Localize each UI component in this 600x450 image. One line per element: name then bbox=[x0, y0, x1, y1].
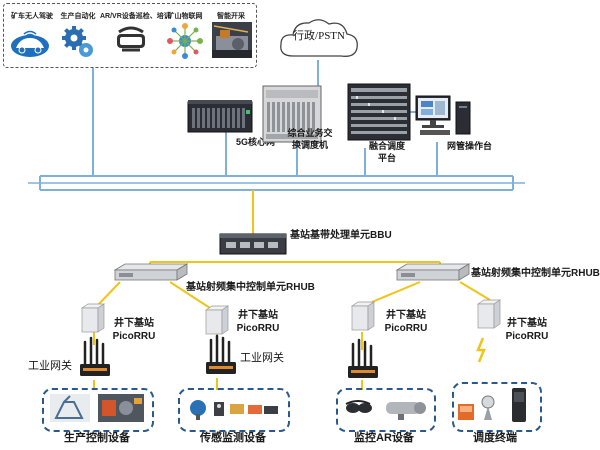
rru-4-line2: PicoRRU bbox=[505, 331, 549, 342]
app-label-iot: 矿山物联网 bbox=[167, 13, 203, 20]
pico-rru-4 bbox=[476, 299, 502, 329]
dispatch-label-line1: 融合调度 bbox=[368, 141, 405, 151]
app-label-arvr: AR/VR设备巡检、培训 bbox=[100, 13, 171, 20]
sensing-devices-icon bbox=[190, 400, 278, 420]
rru-2-line2: PicoRRU bbox=[236, 323, 280, 334]
car-icon bbox=[11, 30, 49, 57]
mining-machine-icon bbox=[212, 22, 252, 58]
group-production-box bbox=[42, 388, 154, 432]
core-network-server bbox=[187, 100, 253, 133]
gateway-router-1 bbox=[80, 336, 110, 376]
app-label-automation: 生产自动化 bbox=[60, 13, 96, 20]
pico-rru-1 bbox=[80, 303, 106, 333]
nms-workstation-icon bbox=[415, 95, 471, 135]
rru-2-line1: 井下基站 bbox=[238, 310, 278, 321]
dispatch-label-line2: 平台 bbox=[377, 153, 396, 163]
dispatch-terminals-icon bbox=[458, 388, 526, 422]
rru-3-line2: PicoRRU bbox=[384, 323, 428, 334]
production-devices-icon bbox=[50, 394, 144, 422]
wireless-bolt-icon bbox=[476, 337, 486, 363]
group-terminal-label: 调度终端 bbox=[473, 432, 517, 444]
gateway-router-2 bbox=[206, 334, 236, 374]
bbu-unit bbox=[219, 233, 287, 255]
gateway-label-1: 工业网关 bbox=[28, 360, 72, 372]
gateway-router-3 bbox=[348, 338, 378, 378]
rhub-unit-left bbox=[113, 263, 189, 281]
network-icon bbox=[167, 23, 203, 59]
vr-headset-icon bbox=[117, 26, 145, 52]
switch-chassis bbox=[262, 85, 322, 143]
bbu-label: 基站基带处理单元BBU bbox=[290, 230, 392, 241]
dispatch-platform-rack bbox=[347, 83, 411, 141]
rru-4-line1: 井下基站 bbox=[507, 318, 547, 329]
group-sensing-label: 传感监测设备 bbox=[200, 432, 266, 444]
group-production-label: 生产控制设备 bbox=[64, 432, 130, 444]
rhub-unit-right bbox=[395, 263, 471, 281]
pico-rru-3 bbox=[350, 301, 376, 331]
rru-1-line2: PicoRRU bbox=[112, 331, 156, 342]
rru-1-line1: 井下基站 bbox=[114, 318, 154, 329]
rru-3-line1: 井下基站 bbox=[386, 310, 426, 321]
rhub-label-left: 基站射频集中控制单元RHUB bbox=[186, 282, 315, 293]
app-label-car: 矿车无人驾驶 bbox=[11, 13, 53, 20]
group-sensing-box bbox=[178, 388, 290, 432]
switch-label-line2: 换调度机 bbox=[291, 140, 328, 150]
gears-icon bbox=[62, 26, 93, 57]
pico-rru-2 bbox=[204, 305, 230, 335]
ar-monitor-devices-icon bbox=[345, 400, 426, 420]
cloud-icon bbox=[280, 19, 358, 57]
rhub-label-right: 基站射频集中控制单元RHUB bbox=[471, 268, 600, 279]
switch-label-line1: 综合业务交 bbox=[287, 128, 333, 138]
nms-label: 网管操作台 bbox=[447, 141, 493, 151]
group-monitor-label: 监控AR设备 bbox=[354, 432, 414, 444]
core-network-label: 5G核心网 bbox=[236, 137, 276, 147]
cloud-label: 行政/PSTN bbox=[293, 30, 345, 42]
group-terminal-box bbox=[452, 382, 542, 432]
app-label-mining: 智能开采 bbox=[217, 13, 245, 20]
gateway-label-2: 工业网关 bbox=[240, 352, 284, 364]
applications-panel bbox=[3, 3, 257, 68]
group-monitor-box bbox=[336, 388, 436, 432]
